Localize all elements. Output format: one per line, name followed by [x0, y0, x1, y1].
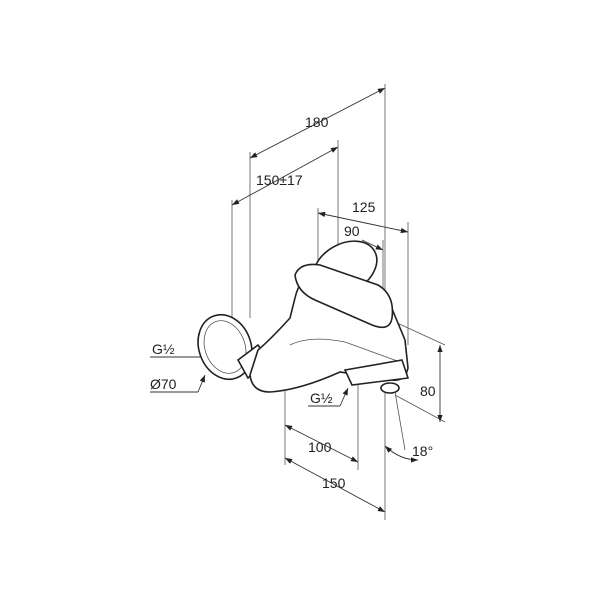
label-inlet-thread: G½ [152, 341, 175, 357]
dim-80: 80 [420, 383, 436, 399]
aerator [380, 382, 400, 394]
dim-100: 100 [308, 439, 332, 455]
faucet-body [197, 240, 410, 394]
label-rosette-diameter: Ø70 [150, 376, 177, 392]
dim-90: 90 [344, 223, 360, 239]
dim-150-17: 150±17 [256, 172, 303, 188]
spout [343, 359, 410, 386]
lever-handle [294, 263, 394, 329]
dim-150: 150 [322, 475, 346, 491]
label-outlet-thread: G½ [310, 390, 333, 406]
extension-lines [231, 84, 446, 520]
dim-18-degree: 18° [412, 443, 433, 459]
dim-125: 125 [352, 199, 376, 215]
dim-180: 180 [305, 114, 329, 130]
